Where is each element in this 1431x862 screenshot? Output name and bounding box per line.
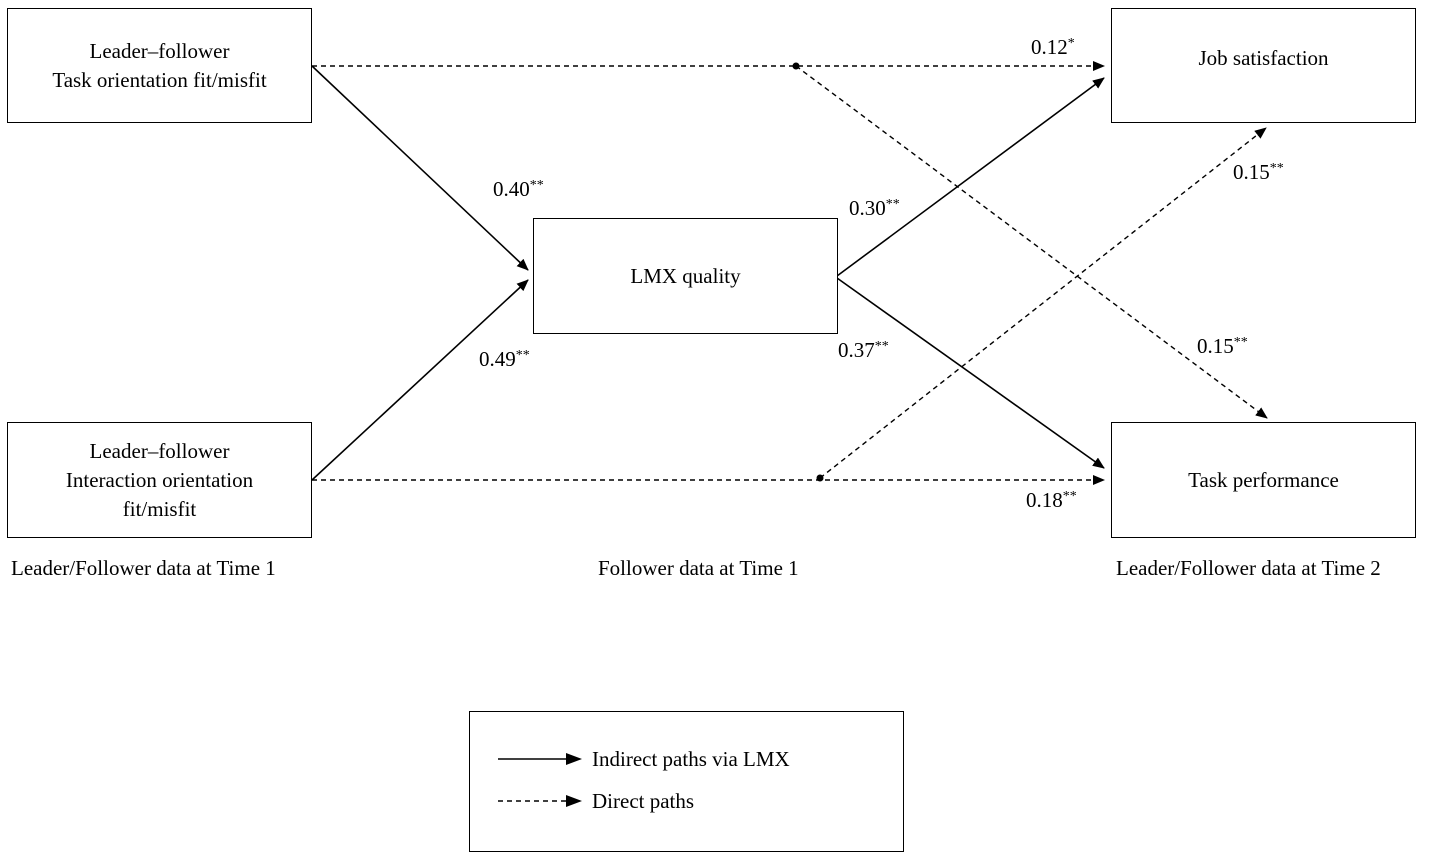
path-lmx-to-perf [836, 277, 1105, 469]
node-label-line: fit/misfit [122, 496, 197, 521]
coef-interaction-to-lmx: 0.49** [479, 347, 530, 371]
coef-significance: * [1067, 36, 1075, 51]
coef-significance: ** [874, 339, 889, 354]
node-label-line: Leader–follower [89, 38, 230, 63]
node-label-line: Job satisfaction [1198, 46, 1329, 70]
legend-label-indirect: Indirect paths via LMX [592, 747, 790, 771]
caption-middle: Follower data at Time 1 [598, 556, 799, 580]
coef-value: 0.40 [493, 177, 530, 201]
legend-item-direct: Direct paths [470, 788, 903, 814]
node-label-line: Task orientation fit/misfit [52, 67, 267, 92]
path-interaction-to-lmx [311, 279, 529, 481]
dashed-arrow-icon [498, 795, 582, 807]
path-task-to-perf [795, 65, 1268, 419]
coef-lmx-to-job: 0.30** [849, 196, 900, 220]
legend-item-indirect: Indirect paths via LMX [470, 746, 903, 772]
coef-task-to-perf: 0.15** [1197, 334, 1248, 358]
junction-dot-top [792, 62, 800, 70]
coef-value: 0.30 [849, 196, 886, 220]
coef-significance: ** [1062, 489, 1077, 504]
node-label-line: LMX quality [630, 263, 741, 288]
node-label-line: Task performance [1188, 467, 1339, 492]
coef-significance: ** [529, 178, 544, 193]
legend: Indirect paths via LMX Direct paths [469, 711, 904, 852]
node-label-line: Leader–follower [89, 438, 230, 463]
coef-task-to-lmx: 0.40** [493, 177, 544, 201]
node-label-line: Interaction orientation [65, 467, 254, 492]
caption-left: Leader/Follower data at Time 1 [11, 556, 276, 580]
solid-arrow-icon [498, 753, 582, 765]
coef-significance: ** [1269, 161, 1284, 176]
node-task-performance: Task performance [1111, 422, 1416, 538]
node-lmx-quality: LMX quality [533, 218, 838, 334]
coef-value: 0.37 [838, 338, 875, 362]
coef-significance: ** [1233, 335, 1248, 350]
node-task-orientation-fit: Leader–follower Task orientation fit/mis… [7, 8, 312, 123]
path-interaction-to-job [819, 127, 1267, 479]
path-lmx-to-job [836, 77, 1105, 277]
coef-interaction-to-perf: 0.18** [1026, 488, 1077, 512]
coef-value: 0.18 [1026, 488, 1063, 512]
legend-label-direct: Direct paths [592, 789, 695, 813]
junction-dot-bottom [816, 474, 824, 482]
node-interaction-orientation-fit: Leader–follower Interaction orientation … [7, 422, 312, 538]
coef-value: 0.15 [1197, 334, 1234, 358]
coef-value: 0.15 [1233, 160, 1270, 184]
path-task-to-lmx [311, 65, 529, 271]
node-job-satisfaction: Job satisfaction [1111, 8, 1416, 123]
coef-significance: ** [885, 197, 900, 212]
coef-significance: ** [515, 348, 530, 363]
caption-right: Leader/Follower data at Time 2 [1116, 556, 1381, 580]
coef-task-to-job: 0.12* [1031, 35, 1075, 59]
coef-value: 0.49 [479, 347, 516, 371]
coef-value: 0.12 [1031, 35, 1068, 59]
coef-interaction-to-job: 0.15** [1233, 160, 1284, 184]
coef-lmx-to-perf: 0.37** [838, 338, 889, 362]
